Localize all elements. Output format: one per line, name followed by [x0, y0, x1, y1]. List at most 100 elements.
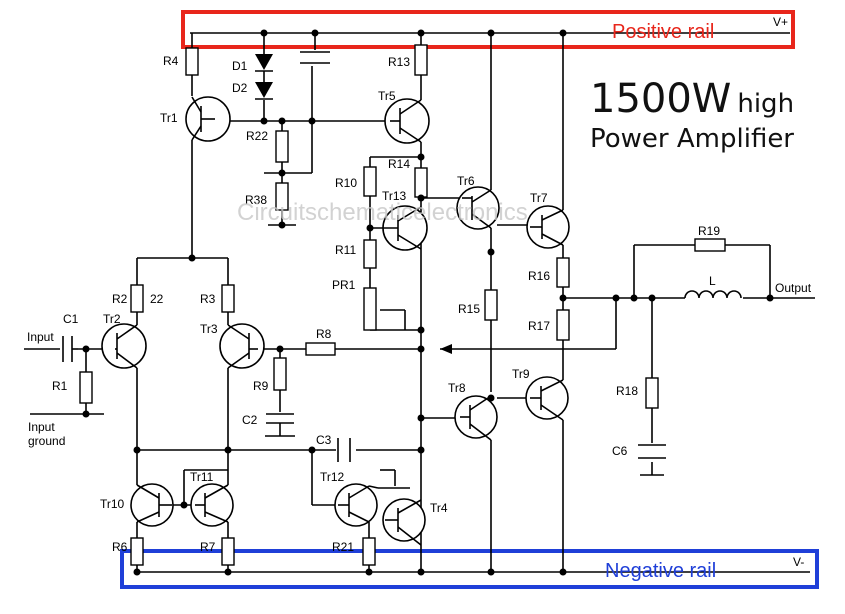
label-r3: R3: [200, 292, 216, 306]
top-capacitor-body: [300, 51, 330, 64]
label-r16: R16: [528, 269, 550, 283]
transistor-tr8: [454, 395, 498, 441]
label-tr8: Tr8: [448, 381, 466, 395]
pr1-body: [363, 287, 377, 331]
transistor-tr2: [101, 323, 147, 369]
transistor-tr7: [526, 205, 570, 249]
r2-body: [130, 284, 144, 313]
transistor-tr9: [525, 376, 569, 421]
label-tr4: Tr4: [430, 501, 448, 515]
label-r13: R13: [388, 55, 410, 69]
r3-body: [221, 284, 235, 313]
label-tr13: Tr13: [382, 189, 407, 203]
c6-body: [638, 444, 666, 459]
transistor-tr5: [384, 98, 430, 144]
negative-rail: Negative rail V-: [120, 549, 819, 589]
label-output: Output: [775, 281, 812, 295]
inductor-l: [684, 290, 742, 299]
label-c3: C3: [316, 433, 332, 447]
positive-rail: Positive rail V+: [181, 10, 795, 49]
r16-body: [556, 257, 570, 288]
label-r18: R18: [616, 384, 638, 398]
label-r2: R2: [112, 292, 128, 306]
label-tr12: Tr12: [320, 470, 345, 484]
r1-body: [79, 371, 93, 404]
positive-rail-symbol: V+: [773, 15, 788, 29]
label-input-ground-1: Input: [28, 420, 55, 434]
label-r1: R1: [52, 379, 68, 393]
r13-body: [414, 44, 428, 76]
label-r17: R17: [528, 319, 550, 333]
watermark-text: Circuitschematicelectronics: [237, 199, 528, 226]
transistor-tr10: [130, 483, 174, 527]
label-tr10: Tr10: [100, 497, 125, 511]
positive-rail-label: Positive rail: [612, 21, 714, 43]
transistor-tr13: [370, 205, 428, 251]
label-r22: R38: [245, 193, 267, 207]
label-c1: C1: [63, 312, 79, 326]
r21-body: [275, 130, 289, 163]
label-l: L: [709, 274, 716, 288]
label-tr3: Tr3: [200, 322, 218, 336]
label-r11: R11: [335, 243, 356, 257]
label-tr9: Tr9: [512, 367, 530, 381]
component-labels: R4 D1 D2 R13 Tr1 Tr5 R22 R14 R10 Tr13 R3…: [27, 54, 812, 554]
c3-body: [337, 438, 351, 462]
title-subtitle: Power Amplifier: [590, 124, 794, 154]
label-d2: D2: [232, 81, 248, 95]
transistor-tr1: [185, 96, 231, 142]
label-r38: R21: [332, 540, 354, 554]
transistor-tr12: [334, 483, 379, 527]
c2-body: [266, 413, 294, 430]
r15-body: [484, 289, 498, 321]
label-tr7: Tr7: [530, 191, 548, 205]
r19-body: [694, 238, 726, 252]
label-r14: R14: [388, 157, 410, 171]
junction-dots: [82, 29, 774, 576]
label-r9: R9: [253, 379, 269, 393]
r11-body: [363, 239, 377, 269]
label-r4: R4: [163, 54, 179, 68]
label-r6: R6: [112, 540, 128, 554]
label-pr1: PR1: [332, 278, 356, 292]
resistor-bodies: [79, 44, 726, 566]
diode-d2: [255, 82, 273, 100]
r10-body: [363, 166, 377, 197]
capacitor-bodies: [62, 51, 666, 462]
label-c6: C6: [612, 444, 628, 458]
r38-body: [362, 537, 376, 566]
transistor-tr4: [382, 498, 426, 546]
r18-body: [645, 377, 659, 409]
title-main-suffix: high: [737, 89, 794, 119]
transistor-tr3: [219, 323, 265, 369]
label-input: Input: [27, 330, 54, 344]
r17-body: [556, 309, 570, 341]
label-tr5: Tr5: [378, 89, 396, 103]
label-d1: D1: [232, 59, 248, 73]
diode-d1: [255, 54, 273, 82]
r4-body: [185, 47, 199, 76]
r7-body: [221, 537, 235, 566]
label-tr6: Tr6: [457, 174, 475, 188]
wiring: [24, 33, 771, 572]
transistor-tr11: [190, 483, 234, 527]
label-tr2: Tr2: [103, 312, 121, 326]
label-tr11: Tr11: [190, 470, 214, 484]
label-c2: C2: [242, 413, 258, 427]
label-r7: R7: [200, 540, 216, 554]
r14-body: [414, 167, 428, 198]
r9-body: [273, 357, 287, 391]
r8-body: [305, 342, 336, 356]
r6-body: [130, 537, 144, 566]
c1-body: [62, 336, 78, 362]
title-main-number: 1500W: [590, 76, 731, 122]
label-r2-value: 22: [150, 292, 164, 306]
label-input-ground-2: ground: [28, 434, 65, 448]
transistor-tr6: [456, 186, 500, 230]
label-r10: R10: [335, 176, 357, 190]
label-r8: R8: [316, 327, 332, 341]
negative-rail-symbol: V-: [793, 555, 804, 569]
